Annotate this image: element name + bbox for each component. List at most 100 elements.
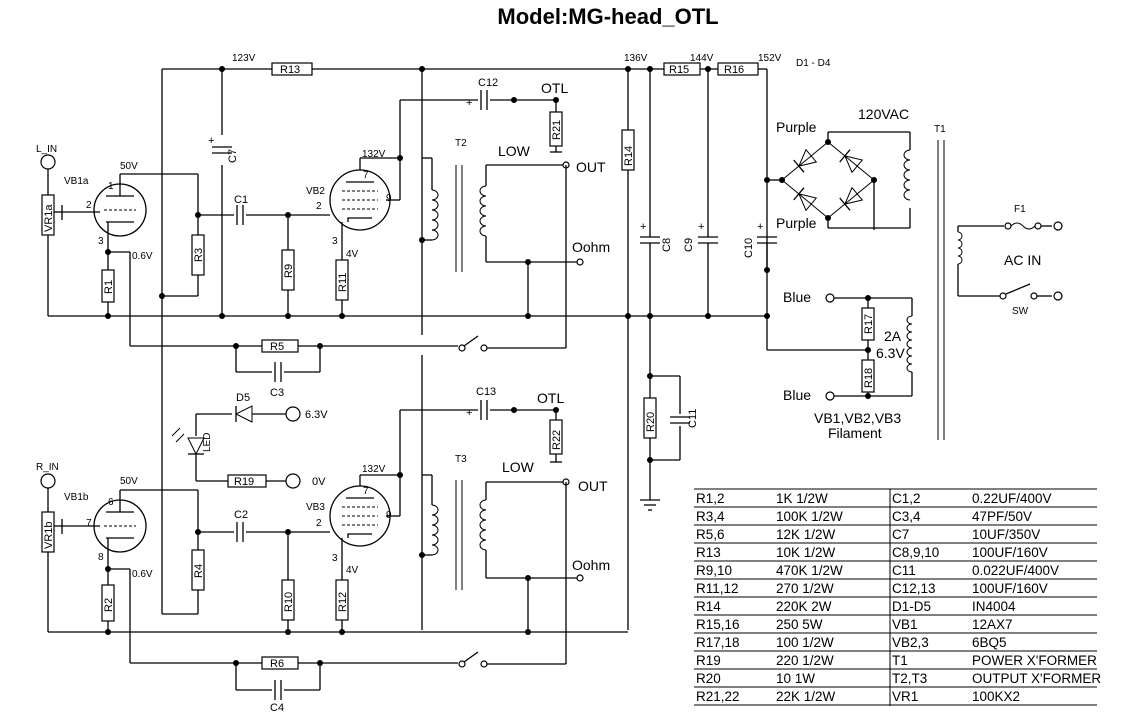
led-label: LED [202,433,213,452]
r14-resistor [621,129,635,171]
c10-plus: + [757,221,763,233]
part-ref: VB2,3 [892,635,929,650]
r18-label: R18 [863,368,875,388]
voltage-136v: 136V [624,53,648,64]
vb1a-pin3: 3 [98,236,104,247]
vb1a-cathode-voltage: 0.6V [132,251,153,262]
vb1a-plate-voltage: 50V [120,161,138,172]
low-label-top: LOW [498,143,531,159]
c13-capacitor [480,399,488,421]
vb3-cathode-voltage: 4V [346,565,359,576]
c1-capacitor [236,204,244,226]
voltage-152v: 152V [758,53,782,64]
feedback-switch-bottom-a[interactable] [458,660,466,668]
part-ref: T1 [892,653,908,668]
l-in-label: L_IN [36,144,57,155]
c7-label: C7 [227,149,239,163]
part-ref: R11,12 [696,581,739,596]
ac-in-label: AC IN [1004,252,1041,268]
vb3-pentode [329,485,391,547]
ac-in-terminal-top [1053,221,1063,231]
c3-label: C3 [270,387,284,399]
vb1a-pin2: 2 [86,200,92,211]
part-value: 100KX2 [972,689,1020,704]
r10-label: R10 [283,592,295,612]
blue-label-bottom: Blue [783,387,811,403]
filament-current: 2A [884,328,902,344]
r16-label: R16 [724,64,744,76]
diagram-title: Model:MG-head_OTL [497,4,718,29]
part-value: 47PF/50V [972,509,1032,524]
filament-label: Filament [828,425,882,441]
voltage-144v: 144V [690,53,714,64]
part-value: 6BQ5 [972,635,1007,650]
part-ref: C7 [892,527,909,542]
r12-label: R12 [337,592,349,612]
otl-label-bottom: OTL [537,390,564,406]
part-value: 10UF/350V [972,527,1040,542]
voltage-0v: 0V [312,476,326,488]
bridge-label: D1 - D4 [796,58,831,69]
r-in-label: R_IN [36,462,59,473]
part-value: 22K 1/2W [776,689,836,704]
vb2-pentode [329,169,391,231]
c13-label: C13 [476,386,496,398]
vb1a-label: VB1a [64,176,89,187]
purple-label-bottom: Purple [776,215,817,231]
part-ref: R14 [696,599,721,614]
vb3-pin7: 7 [363,486,369,497]
r1-label: R1 [103,280,115,294]
vb1b-pin6: 6 [108,497,114,508]
t3-label: T3 [455,454,467,465]
vb2-label: VB2 [306,186,325,197]
part-value: 1K 1/2W [776,491,828,506]
t2-label: T2 [455,138,467,149]
part-value: 0.022UF/400V [972,563,1059,578]
c2-capacitor [236,521,244,543]
vb2-pin9: 9 [386,193,392,204]
vb3-label: VB3 [306,502,325,513]
supply-6v3-terminal [285,406,301,422]
vb1a-pin1: 1 [108,181,114,192]
out-label-bottom: OUT [578,478,608,494]
part-value: 470K 1/2W [776,563,843,578]
r9-label: R9 [283,264,295,278]
feedback-switch-top-b[interactable] [480,344,488,352]
vb1b-pin8: 8 [98,552,104,563]
t1-label: T1 [934,124,946,135]
part-value: 10K 1/2W [776,545,836,560]
power-switch-b[interactable] [1030,292,1038,300]
c9-label: C9 [683,238,695,252]
feedback-switch-top-a[interactable] [458,344,466,352]
f1-fuse [1010,222,1036,230]
power-switch-a[interactable] [999,292,1007,300]
part-ref: D1-D5 [892,599,931,614]
oohm-label-bottom: Oohm [572,557,610,573]
t1-hv-secondary-coil [903,149,911,201]
feedback-switch-bottom-b[interactable] [480,660,488,668]
part-value: 100UF/160V [972,581,1048,596]
t1-filament-coil [906,315,913,373]
vb2-pin3: 3 [332,236,338,247]
r21-label: R21 [551,120,563,140]
t2-secondary-coil [479,185,487,237]
vac-label: 120VAC [858,106,909,122]
part-ref: C12,13 [892,581,936,596]
part-value: OUTPUT X'FORMER [972,671,1101,686]
r17-label: R17 [863,314,875,334]
part-ref: R13 [696,545,721,560]
r-in-jack[interactable] [40,473,56,489]
l-in-jack[interactable] [40,154,56,170]
part-value: IN4004 [972,599,1016,614]
part-value: 12K 1/2W [776,527,836,542]
part-value: 250 5W [776,617,823,632]
vb3-pin3: 3 [332,553,338,564]
